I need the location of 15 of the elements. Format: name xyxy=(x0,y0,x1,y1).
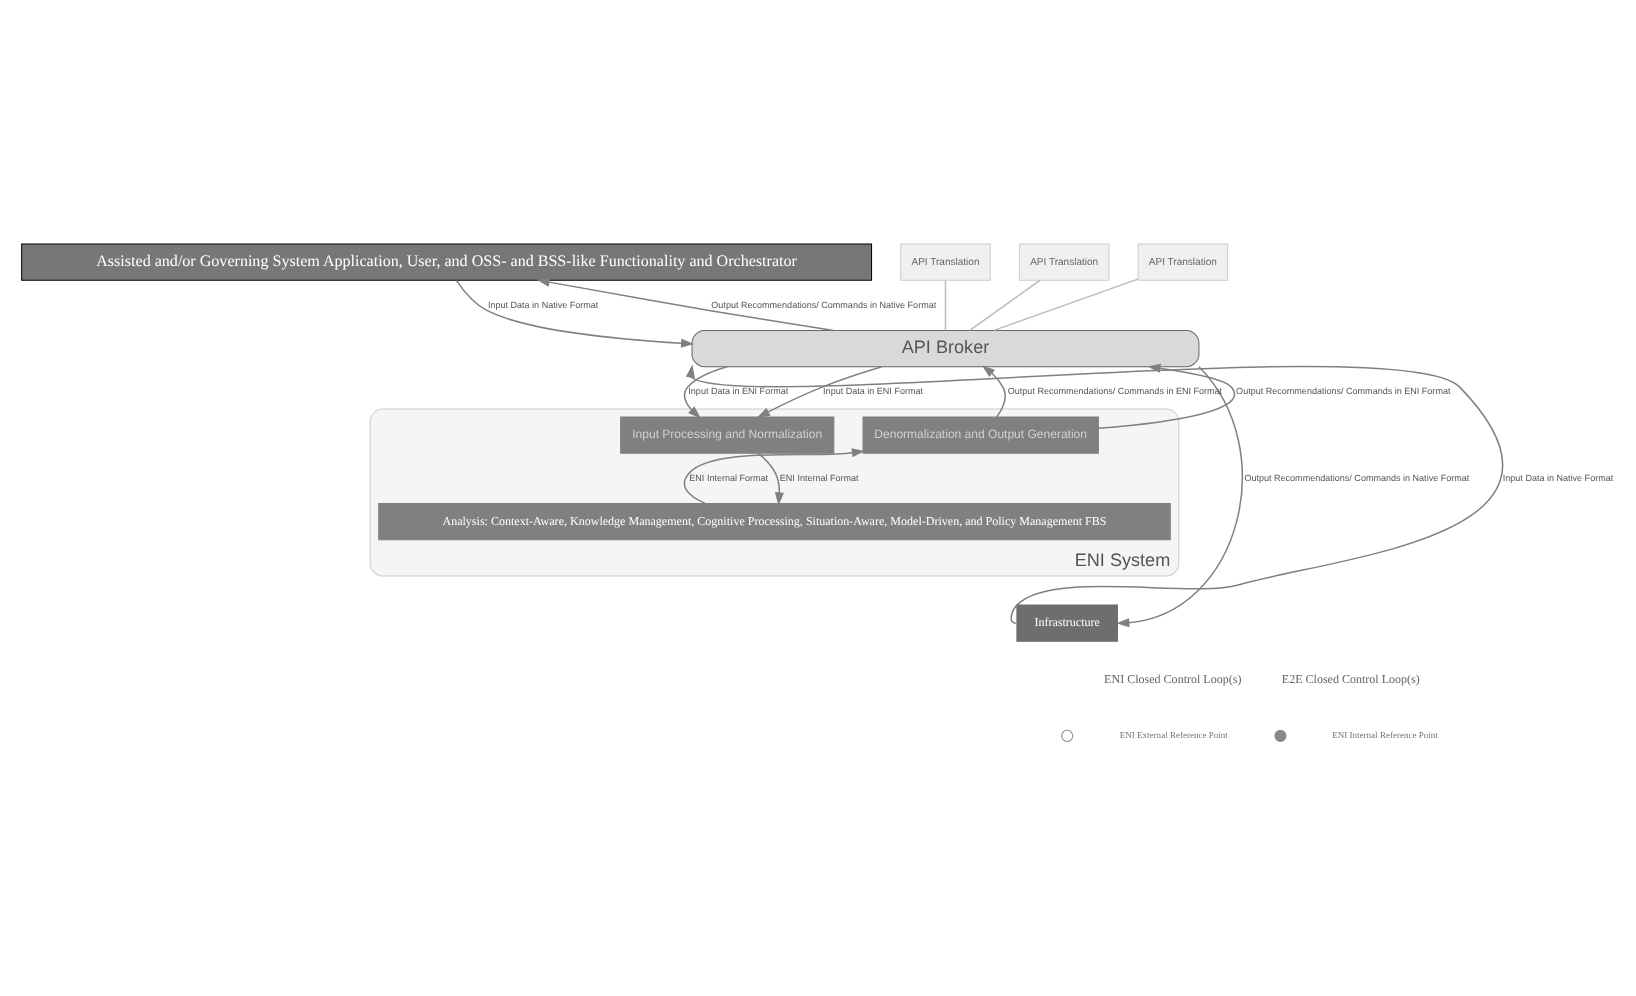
connector xyxy=(993,277,1139,331)
arrow xyxy=(756,365,883,417)
arrow xyxy=(685,363,1503,623)
arrow xyxy=(683,365,728,418)
arrow xyxy=(683,447,865,504)
arrow xyxy=(455,278,695,347)
arrow xyxy=(1116,364,1243,627)
node-box: API Broker xyxy=(691,329,1200,367)
arrow xyxy=(1097,362,1236,429)
connector xyxy=(969,278,1041,331)
node-box: Assisted and/or Governing System Application, User, and OSS- and BSS-like Functionality and Orchestrator xyxy=(21,242,873,280)
arrow xyxy=(757,451,784,505)
arrow xyxy=(981,364,1006,417)
arrow xyxy=(536,276,835,331)
connector xyxy=(944,278,947,331)
